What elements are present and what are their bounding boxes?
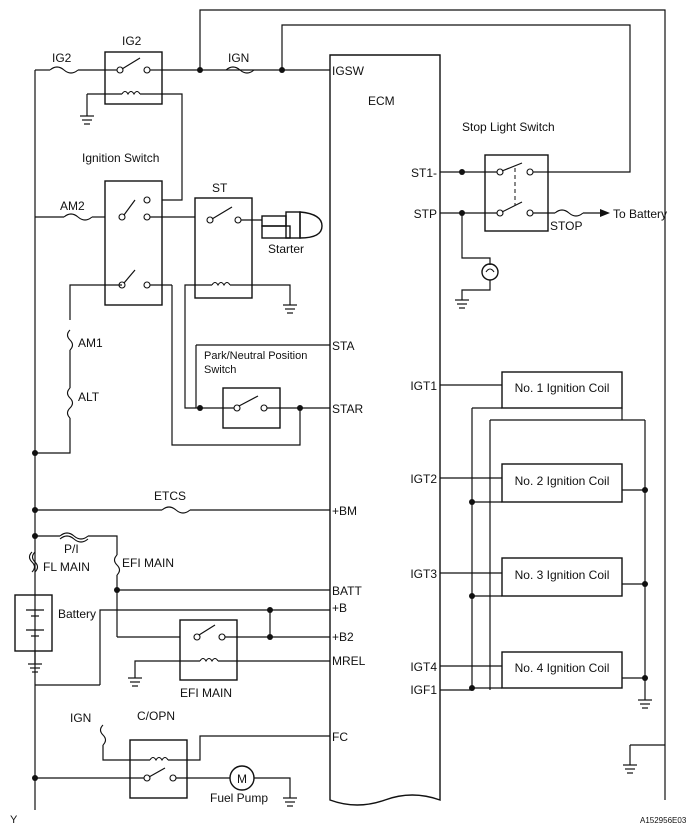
ignition-coil-3 (501, 557, 623, 597)
label-fl-main: FL MAIN (43, 560, 90, 574)
terminal-b: +B (332, 601, 347, 615)
terminal-batt: BATT (332, 584, 362, 598)
label-pi: P/I (64, 542, 79, 556)
top-feed-wire (199, 9, 666, 800)
label-am2: AM2 (60, 199, 85, 213)
ig2-relay (104, 51, 163, 105)
starter-icon (261, 211, 323, 239)
fl-main-fuse (28, 551, 39, 573)
label-motor-m: M (237, 772, 247, 786)
label-am1: AM1 (78, 336, 103, 350)
ecm-body (329, 54, 441, 806)
efi-main-fuse (113, 554, 121, 576)
am2-fuse (63, 213, 93, 221)
label-ignition-switch: Ignition Switch (82, 151, 159, 165)
label-to-battery: To Battery (613, 207, 667, 221)
terminal-sta: STA (332, 339, 354, 353)
terminal-igf1: IGF1 (410, 683, 437, 697)
figure-id: A152956E03 (640, 816, 687, 825)
label-starter: Starter (268, 242, 304, 256)
terminal-igt3: IGT3 (410, 567, 437, 581)
stop-lamp (481, 263, 499, 281)
label-pnp-switch-1: Park/Neutral Position (204, 350, 307, 362)
label-ecm: ECM (368, 94, 395, 108)
alt-fuse (66, 387, 74, 419)
terminal-stp: STP (414, 207, 437, 221)
label-etcs: ETCS (154, 489, 186, 503)
label-st-relay: ST (212, 181, 228, 195)
label-ig2-fuse: IG2 (52, 51, 72, 65)
c-opn-relay (129, 739, 188, 799)
coil-label-2: No. 2 Ignition Coil (515, 474, 610, 488)
etcs-fuse (161, 506, 191, 514)
coil-label-1: No. 1 Ignition Coil (515, 381, 610, 395)
coil-label-3: No. 3 Ignition Coil (515, 568, 610, 582)
am1-fuse (66, 329, 74, 351)
terminal-igt4: IGT4 (410, 660, 437, 674)
ign-fuse-2 (99, 724, 107, 746)
label-pnp-switch-2: Switch (204, 364, 236, 376)
label-alt: ALT (78, 390, 100, 404)
label-fuel-pump: Fuel Pump (210, 791, 268, 805)
pi-fuse (59, 532, 89, 543)
label-ig2-relay: IG2 (122, 34, 142, 48)
label-efi-main-fuse: EFI MAIN (122, 556, 174, 570)
label-y-mark: Y (10, 814, 18, 826)
terminal-igt2: IGT2 (410, 472, 437, 486)
stop-light-switch (484, 154, 549, 232)
ignition-coil-4 (501, 651, 623, 689)
terminal-fc: FC (332, 730, 348, 744)
ig2-fuse (49, 66, 79, 74)
label-battery: Battery (58, 607, 96, 621)
battery (14, 594, 53, 652)
terminal-b2: +B2 (332, 630, 354, 644)
label-c-opn: C/OPN (137, 709, 175, 723)
ignition-coil-1 (501, 371, 623, 409)
label-efi-main-relay: EFI MAIN (180, 686, 232, 700)
label-stop-fuse: STOP (550, 219, 582, 233)
st1-feed-wire (281, 24, 631, 173)
st-relay (194, 197, 253, 299)
ignition-switch (104, 180, 163, 306)
terminal-star: STAR (332, 402, 363, 416)
terminal-bm: +BM (332, 504, 357, 518)
ignition-coil-2 (501, 463, 623, 503)
terminal-st1: ST1- (411, 166, 437, 180)
terminal-igt1: IGT1 (410, 379, 437, 393)
terminal-igsw: IGSW (332, 64, 365, 78)
label-ign-fuse: IGN (228, 51, 249, 65)
stop-fuse (554, 209, 584, 217)
efi-main-relay (179, 619, 238, 681)
label-ign-fuse-2: IGN (70, 711, 91, 725)
terminal-mrel: MREL (332, 654, 366, 668)
label-stop-light-switch: Stop Light Switch (462, 120, 555, 134)
ign-fuse (225, 66, 255, 74)
coil-label-4: No. 4 Ignition Coil (515, 661, 610, 675)
